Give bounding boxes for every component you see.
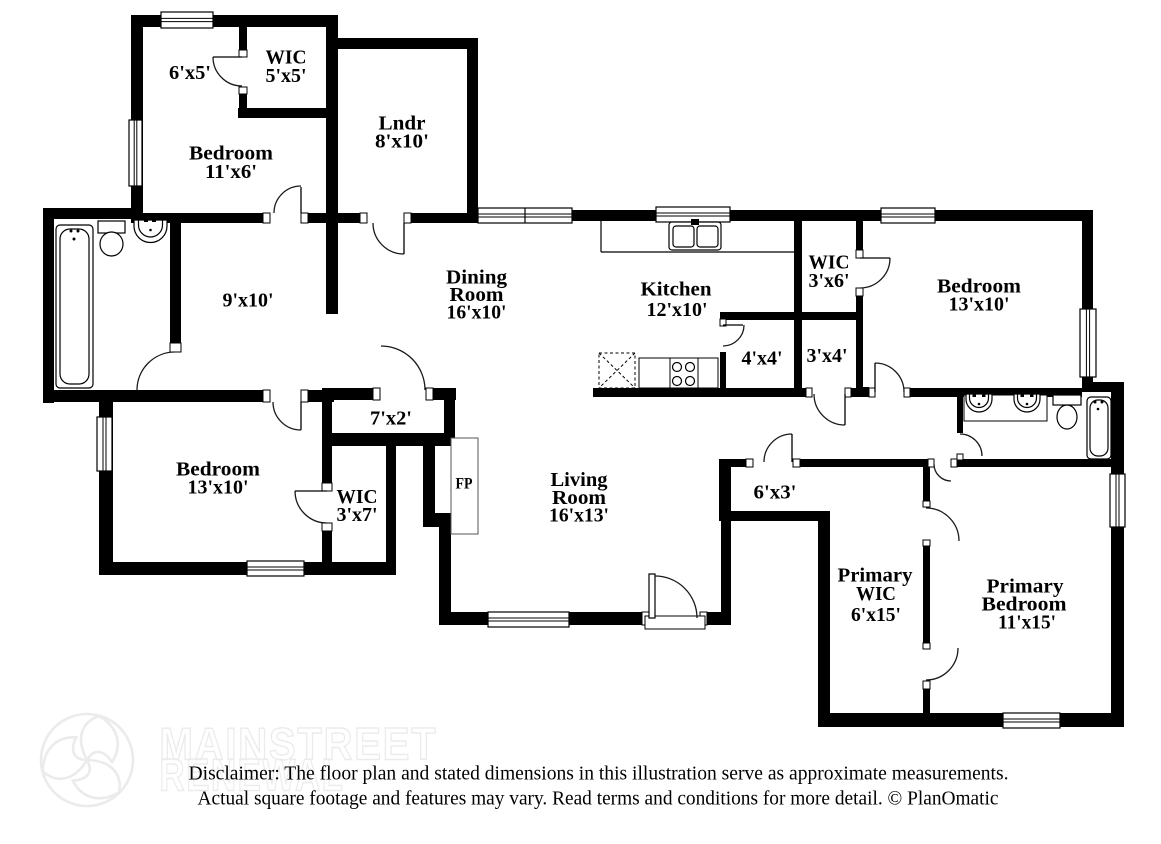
- svg-text:6'x15': 6'x15': [851, 604, 901, 626]
- svg-text:6'x5': 6'x5': [169, 62, 211, 84]
- svg-text:12'x10': 12'x10': [647, 299, 708, 321]
- svg-text:Primary: Primary: [838, 565, 914, 587]
- svg-text:Actual square footage and feat: Actual square footage and features may v…: [198, 788, 999, 810]
- svg-text:4'x4': 4'x4': [742, 348, 783, 370]
- svg-text:Room: Room: [552, 487, 606, 509]
- svg-text:FP: FP: [456, 476, 473, 493]
- svg-text:WIC: WIC: [266, 47, 307, 69]
- svg-text:RENEWAL: RENEWAL: [160, 750, 345, 801]
- svg-text:MAINSTREET: MAINSTREET: [160, 719, 438, 770]
- svg-text:Kitchen: Kitchen: [641, 279, 713, 301]
- svg-text:16'x10': 16'x10': [447, 302, 507, 324]
- svg-text:Bedroom: Bedroom: [937, 276, 1021, 298]
- svg-text:13'x10': 13'x10': [188, 477, 249, 499]
- svg-text:Disclaimer: The floor plan and: Disclaimer: The floor plan and stated di…: [189, 763, 1009, 785]
- svg-text:Bedroom: Bedroom: [982, 594, 1067, 616]
- svg-text:WIC: WIC: [856, 583, 896, 605]
- svg-text:13'x10': 13'x10': [949, 294, 1010, 316]
- svg-text:Living: Living: [551, 469, 609, 491]
- svg-text:8'x10': 8'x10': [375, 131, 429, 153]
- svg-text:5'x5': 5'x5': [266, 65, 307, 87]
- svg-text:3'x6': 3'x6': [809, 270, 850, 292]
- svg-text:3'x4': 3'x4': [807, 345, 848, 367]
- svg-text:Bedroom: Bedroom: [176, 459, 260, 481]
- svg-text:Bedroom: Bedroom: [189, 143, 273, 165]
- svg-text:WIC: WIC: [809, 252, 850, 274]
- svg-text:7'x2': 7'x2': [370, 408, 412, 430]
- svg-text:3'x7': 3'x7': [337, 504, 378, 526]
- svg-text:11'x15': 11'x15': [998, 612, 1056, 634]
- svg-text:6'x3': 6'x3': [754, 482, 797, 504]
- svg-text:11'x6': 11'x6': [205, 161, 257, 183]
- svg-text:9'x10': 9'x10': [223, 290, 274, 312]
- svg-text:Lndr: Lndr: [379, 113, 426, 135]
- svg-text:WIC: WIC: [337, 486, 378, 508]
- svg-text:Dining: Dining: [446, 267, 508, 289]
- svg-text:Room: Room: [450, 284, 504, 306]
- svg-text:16'x13': 16'x13': [549, 505, 609, 527]
- svg-text:Primary: Primary: [987, 576, 1065, 598]
